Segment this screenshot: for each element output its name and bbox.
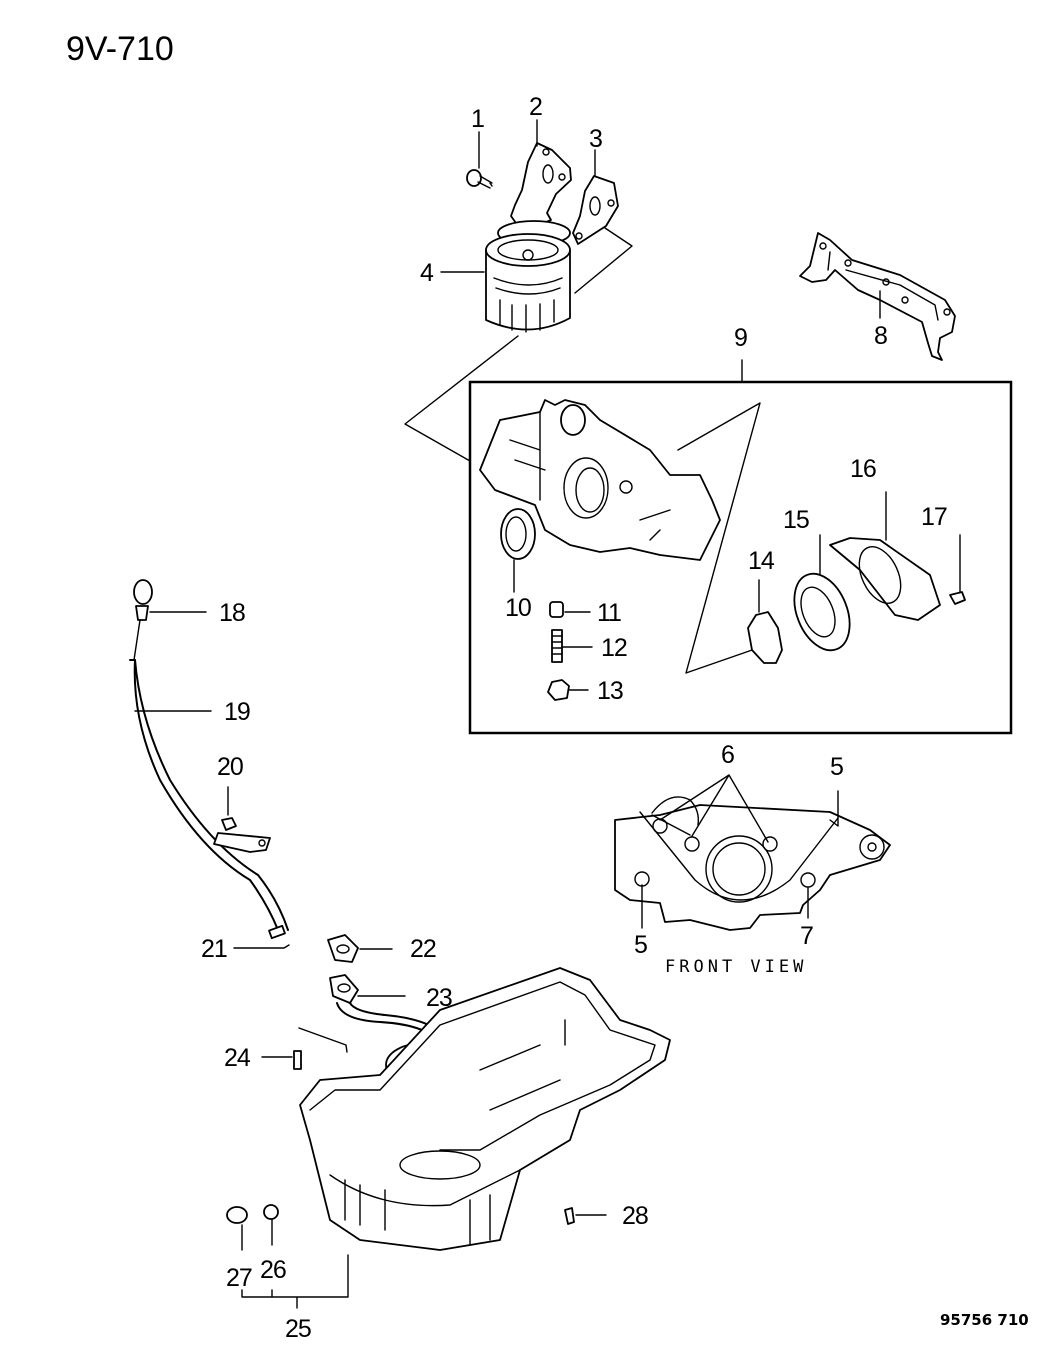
diagram-title: 9V-710 xyxy=(66,30,174,68)
relief-valve-parts xyxy=(547,601,593,701)
callout-19: 19 xyxy=(224,698,250,726)
drain-plug-drawing xyxy=(226,1204,279,1251)
front-case-gasket-drawing xyxy=(799,232,956,361)
callout-5-left: 5 xyxy=(634,931,647,959)
pump-cover-drawing xyxy=(829,491,941,621)
oil-pan-bolt-drawing xyxy=(564,1207,607,1225)
outer-rotor-drawing xyxy=(793,534,851,652)
strainer-bolt-drawing xyxy=(261,1050,302,1070)
front-view-caption: FRONT VIEW xyxy=(665,957,807,977)
callout-18: 18 xyxy=(219,599,245,627)
oil-filter-drawing xyxy=(485,220,571,333)
front-view-drawing xyxy=(614,796,891,931)
callout-2: 2 xyxy=(529,93,542,121)
callout-4: 4 xyxy=(420,259,434,287)
callout-3: 3 xyxy=(589,125,602,153)
callout-15: 15 xyxy=(783,506,809,534)
callout-11: 11 xyxy=(597,599,621,627)
dipstick-drawing xyxy=(129,579,289,940)
callout-10: 10 xyxy=(505,594,531,622)
callout-28: 28 xyxy=(622,1202,648,1230)
crankshaft-seal-drawing xyxy=(500,508,536,560)
bracket-gasket-drawing xyxy=(572,175,619,245)
figure-code: 95756 710 xyxy=(940,1311,1029,1329)
filter-to-case-line xyxy=(404,335,519,462)
callout-20: 20 xyxy=(217,753,243,781)
leader-lines-6 xyxy=(651,774,769,843)
inner-rotor-drawing xyxy=(747,579,783,664)
callout-21: 21 xyxy=(201,935,227,963)
callout-17: 17 xyxy=(921,503,947,531)
bolt-1-drawing xyxy=(466,169,493,189)
leader-line-24-bracket xyxy=(298,1027,348,1053)
callout-7: 7 xyxy=(800,922,813,950)
callout-25: 25 xyxy=(285,1315,311,1343)
callout-6: 6 xyxy=(721,741,734,769)
oil-pump-case-drawing xyxy=(479,399,721,561)
callout-8: 8 xyxy=(874,322,887,350)
oil-filter-bracket-drawing xyxy=(510,142,572,228)
callout-5-right: 5 xyxy=(830,753,843,781)
oil-pan-drawing xyxy=(299,967,671,1251)
oil-filter-group xyxy=(404,119,633,462)
callout-12: 12 xyxy=(601,634,627,662)
assembly-9-box xyxy=(468,380,1013,735)
callout-27: 27 xyxy=(226,1264,252,1292)
front-view-contour-line xyxy=(639,811,839,901)
callout-23: 23 xyxy=(426,984,452,1012)
rotor-bracket-lines xyxy=(677,402,761,674)
cover-screw-drawing xyxy=(949,534,966,605)
leader-line-25-bracket xyxy=(241,1254,349,1309)
leader-line-21 xyxy=(233,944,290,949)
callout-9: 9 xyxy=(734,324,747,352)
callout-1: 1 xyxy=(471,105,484,133)
callout-22: 22 xyxy=(410,935,436,963)
strainer-gasket-drawing xyxy=(327,934,359,963)
callout-16: 16 xyxy=(850,455,876,483)
callout-13: 13 xyxy=(597,677,623,705)
callout-24: 24 xyxy=(224,1044,251,1072)
assembly-bracket-lines xyxy=(574,227,633,294)
callout-26: 26 xyxy=(260,1256,286,1284)
callout-14: 14 xyxy=(748,547,775,575)
